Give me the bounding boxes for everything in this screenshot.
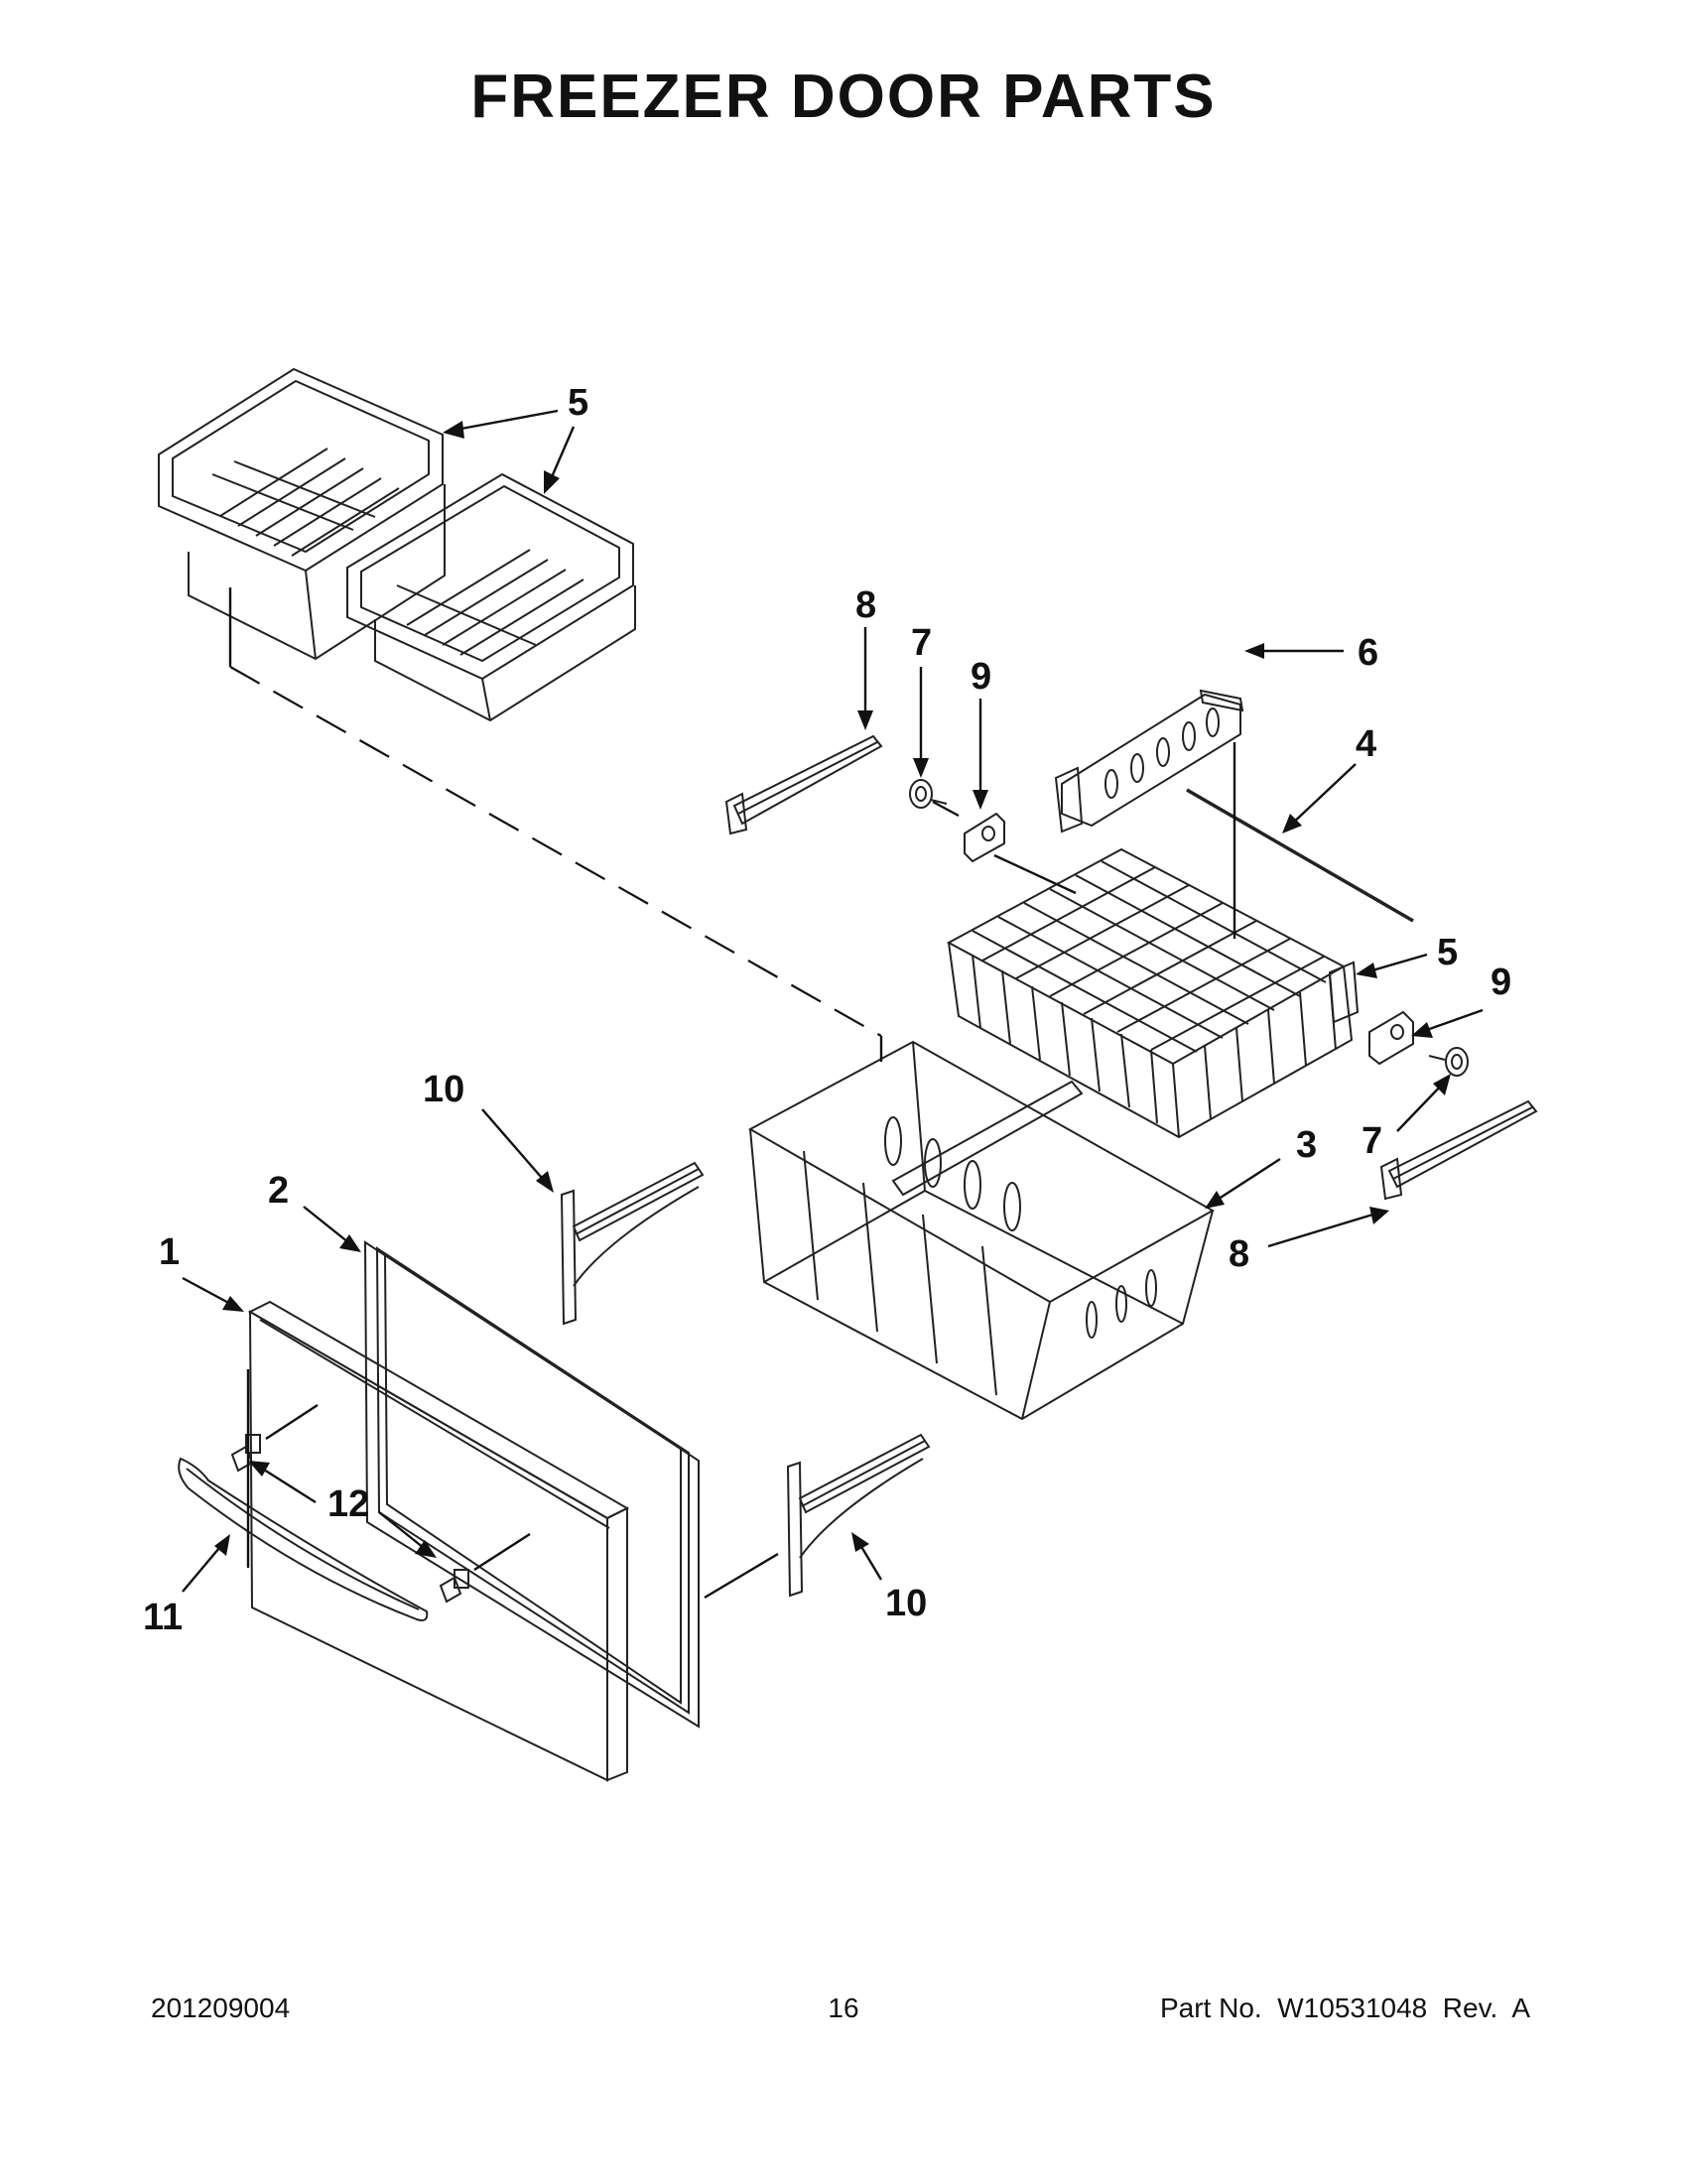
- arrow-7b: [1396, 1074, 1451, 1132]
- callout-2: 2: [268, 1170, 289, 1212]
- arrow-12-left: [248, 1461, 317, 1504]
- callout-9-upper: 9: [971, 656, 991, 698]
- callout-8-upper: 8: [855, 584, 876, 626]
- alignment-line-bins: [229, 666, 882, 1037]
- footer-doc-code: 201209004: [151, 1992, 291, 2023]
- footer-part-number: Part No. W10531048 Rev. A: [1159, 1992, 1530, 2023]
- upper-bin-right: [346, 472, 636, 722]
- callout-5-basket: 5: [1437, 932, 1458, 973]
- wire-rod: [1186, 788, 1414, 923]
- callout-7-upper: 7: [911, 622, 932, 664]
- basket-divider: [1054, 689, 1244, 834]
- arrow-2: [303, 1206, 361, 1252]
- handle-screw-right: [439, 1569, 469, 1604]
- arrow-10a: [481, 1108, 554, 1193]
- arrow-12-right: [378, 1511, 437, 1558]
- callout-7-lower: 7: [1362, 1120, 1382, 1162]
- arrow-5a: [443, 409, 559, 439]
- roller-upper: [909, 779, 948, 809]
- callout-12: 12: [327, 1483, 369, 1525]
- callout-10-lower: 10: [885, 1583, 927, 1624]
- footer-page-number: 16: [828, 1992, 859, 2023]
- callout-9-lower: 9: [1491, 962, 1511, 1003]
- arrow-6: [1244, 643, 1344, 659]
- upper-bin-left: [158, 367, 446, 661]
- alignment-line-bracket: [704, 1552, 779, 1600]
- arrow-5c: [1356, 953, 1428, 978]
- alignment-line-screw-left: [265, 1403, 319, 1441]
- arrow-8a: [857, 627, 873, 730]
- callout-5-top: 5: [568, 382, 588, 424]
- freezer-bin: [747, 1040, 1216, 1421]
- door-panel: [247, 1300, 630, 1782]
- callout-1: 1: [159, 1231, 180, 1273]
- arrow-4: [1282, 763, 1357, 834]
- wire-basket: [946, 847, 1360, 1139]
- bracket-clip-upper: [964, 812, 1005, 863]
- alignment-line-roller: [932, 800, 960, 818]
- arrow-5b: [544, 426, 576, 494]
- page-title: FREEZER DOOR PARTS: [470, 63, 1217, 131]
- alignment-line-screw-right: [473, 1532, 531, 1572]
- door-slide-bracket-upper: [560, 1161, 705, 1326]
- door-slide-bracket-lower: [786, 1433, 931, 1598]
- arrow-9b: [1411, 1008, 1484, 1038]
- arrow-10b: [851, 1532, 883, 1581]
- callout-4: 4: [1356, 723, 1376, 765]
- alignment-line-clip: [993, 853, 1077, 895]
- bracket-clip-lower: [1368, 1010, 1414, 1066]
- callout-10-upper: 10: [423, 1069, 464, 1110]
- arrow-1: [182, 1276, 244, 1312]
- arrow-3: [1205, 1157, 1281, 1209]
- callout-11: 11: [143, 1597, 183, 1638]
- arrow-8b: [1267, 1207, 1389, 1248]
- slide-rail-lower: [1379, 1099, 1538, 1201]
- door-gasket: [363, 1240, 700, 1729]
- arrow-9a: [973, 699, 988, 810]
- arrow-11: [182, 1534, 230, 1593]
- arrow-7a: [913, 667, 929, 778]
- door-handle: [178, 1457, 429, 1621]
- roller-lower: [1428, 1047, 1469, 1077]
- callout-3: 3: [1296, 1124, 1317, 1166]
- callout-6: 6: [1358, 632, 1378, 674]
- slide-rail-upper: [724, 734, 883, 835]
- callout-8-lower: 8: [1229, 1233, 1249, 1275]
